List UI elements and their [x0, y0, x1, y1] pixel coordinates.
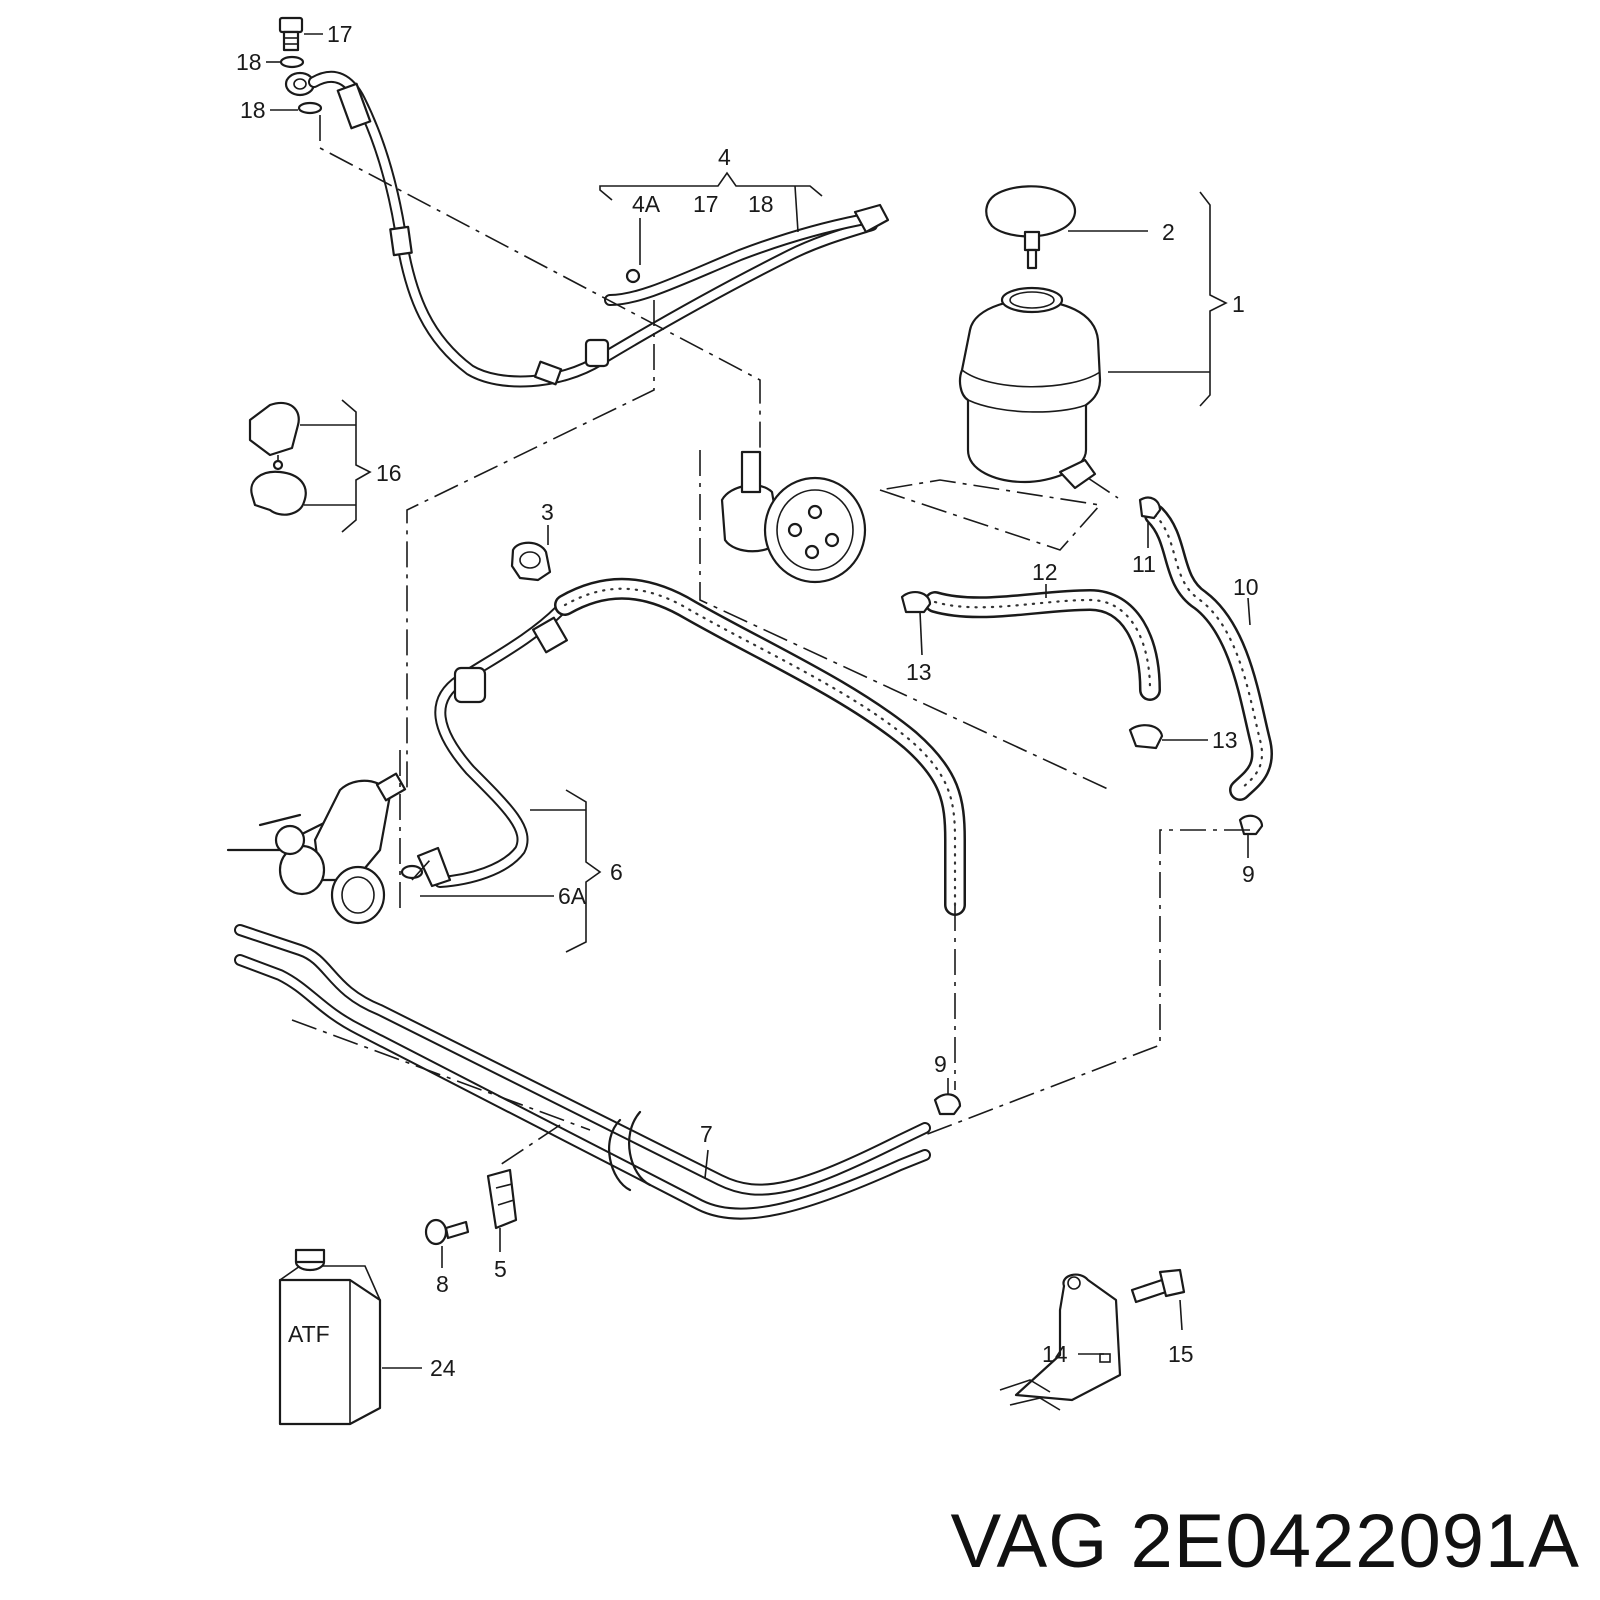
suction-hose-12: [924, 589, 1161, 701]
connection-line: [399, 750, 431, 910]
hose-clamp-9b: [933, 1093, 962, 1116]
callout-18-bottom: 18: [240, 97, 266, 123]
sealing-washer-18a: [279, 55, 305, 69]
cooler-hose: [532, 577, 966, 916]
hose-clamp-9a: [1238, 814, 1264, 836]
callout-4-18: 18: [748, 191, 774, 217]
callout-4A: 4A: [632, 191, 661, 217]
callout-16: 16: [376, 460, 402, 486]
sealing-washer-18b: [297, 101, 323, 115]
banjo-bolt-17: [278, 16, 304, 52]
callout-3: 3: [541, 499, 554, 525]
connection-line: [319, 115, 761, 460]
callout-11: 11: [1132, 551, 1156, 577]
callout-8: 8: [436, 1271, 449, 1297]
callout-2: 2: [1162, 219, 1175, 245]
leader-lines: [266, 33, 1251, 1369]
callout-10: 10: [1233, 574, 1259, 600]
callout-4: 4: [718, 144, 731, 170]
connection-line: [291, 1019, 591, 1131]
callout-15: 15: [1168, 1341, 1194, 1367]
connection-line: [699, 450, 1111, 791]
callout-4-17: 17: [693, 191, 719, 217]
part-number-caption: VAG 2E0422091A: [950, 1499, 1580, 1584]
retaining-clip-5: [486, 1168, 518, 1230]
bolt-15: [1130, 1268, 1186, 1304]
callout-5: 5: [494, 1256, 507, 1282]
callout-13-left: 13: [906, 659, 932, 685]
callout-9-upper: 9: [1242, 861, 1255, 887]
pressure-hose-4: [308, 70, 890, 388]
callout-6: 6: [610, 859, 623, 885]
callout-12: 12: [1032, 559, 1058, 585]
clip-3: [510, 541, 552, 582]
callout-17: 17: [327, 21, 353, 47]
atf-container-label: ATF: [288, 1321, 330, 1347]
bracket-14: [999, 1273, 1122, 1411]
hose-clamp-13a: [900, 591, 932, 614]
connection-line: [924, 829, 1250, 1136]
connection-line: [406, 300, 655, 790]
return-hose-10: [1144, 504, 1273, 801]
callout-13-right: 13: [1212, 727, 1238, 753]
steering-gear: [226, 772, 407, 925]
callout-labels: 17 18 18 4 4A 17 18 2 1 16 3 11 12 10 13…: [236, 21, 1259, 1381]
reservoir-cap-2: [985, 185, 1076, 270]
atf-container-24: ATF: [278, 1248, 382, 1426]
steering-pump: [720, 450, 867, 584]
fluid-reservoir-1: [958, 286, 1102, 490]
bracket-clamp-16: [248, 401, 307, 516]
return-pipe-6: [400, 604, 566, 888]
callout-9-lower: 9: [934, 1051, 947, 1077]
connection-line: [499, 1124, 561, 1166]
cooling-loop-7: [234, 924, 931, 1220]
callout-18-top: 18: [236, 49, 262, 75]
callout-1: 1: [1232, 291, 1245, 317]
hose-clamp-13b: [1128, 724, 1164, 750]
connection-line: [879, 479, 1102, 551]
hose-clamp-11: [1138, 496, 1162, 520]
connection-line: [1087, 477, 1119, 499]
callout-7: 7: [700, 1121, 713, 1147]
callout-6A: 6A: [558, 883, 587, 909]
callout-24: 24: [430, 1355, 456, 1381]
callout-14: 14: [1042, 1341, 1068, 1367]
screw-8: [424, 1218, 470, 1246]
